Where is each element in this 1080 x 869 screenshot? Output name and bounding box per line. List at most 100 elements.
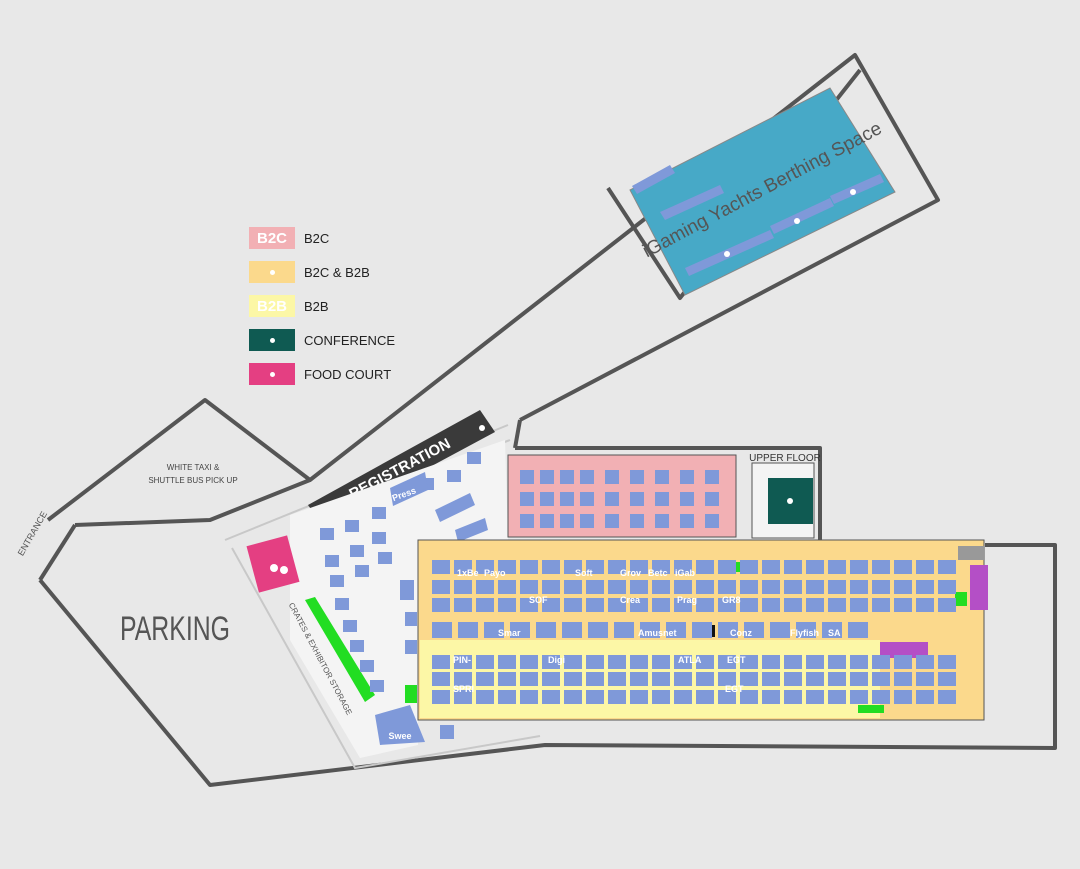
main-hall-booth-grid [432,560,956,704]
booth [674,690,692,704]
booth [806,655,824,669]
food-court [246,535,300,593]
booth [806,672,824,686]
booth-label: Amusnet [638,628,677,638]
booth [692,622,712,638]
booth [894,672,912,686]
booth [542,690,560,704]
booth [588,622,608,638]
booth [586,580,604,594]
booth [564,690,582,704]
booth-label: ATLA [678,655,702,665]
booth [432,655,450,669]
booth [894,690,912,704]
booth [872,580,890,594]
booth [806,560,824,574]
booth [938,580,956,594]
booth [454,655,472,669]
dot-icon [269,269,275,275]
booth-sweet: Swee [388,731,411,741]
legend-swatch-text: B2C [256,229,287,247]
legend-label: B2C & B2B [304,264,370,280]
booth [542,580,560,594]
booth-label: 1xBe [457,568,479,578]
legend-swatch-text: B2B [256,297,287,315]
booth [432,560,450,574]
booth-label: SPRI [453,684,474,694]
booth [740,655,758,669]
booth [476,560,494,574]
booth-label: Prag [677,595,697,605]
upper-floor-label: UPPER FLOOR [749,453,821,464]
booth-label: Payo [484,568,506,578]
booth [762,690,780,704]
booth [872,672,890,686]
booth [542,672,560,686]
booth [784,580,802,594]
booth [564,598,582,612]
taxi-label-line2: SHUTTLE BUS PICK UP [148,476,237,485]
booth [564,672,582,686]
booth [586,560,604,574]
booth [454,690,472,704]
booth [938,672,956,686]
site-outline [38,53,1057,787]
booth [762,560,780,574]
legend-swatch-food-court [249,363,295,385]
dot-icon [269,337,275,343]
booth [484,622,504,638]
booth [828,690,846,704]
legend-swatch-b2b: B2B [249,295,295,317]
booth-label: Crea [620,595,641,605]
booth [938,598,956,612]
booth [432,622,452,638]
booth [744,622,764,638]
booth-label: Flyfish [790,628,819,638]
booth [498,598,516,612]
booth [608,690,626,704]
booth [872,598,890,612]
booth [718,598,736,612]
booth [718,655,736,669]
booth [806,580,824,594]
booth [432,598,450,612]
booth [916,655,934,669]
booth [828,672,846,686]
booth [542,560,560,574]
legend-label: B2C [304,230,330,246]
booth [850,672,868,686]
booth [916,598,934,612]
booth-label: Smar [498,628,521,638]
booth [850,560,868,574]
booth [916,690,934,704]
booth [562,622,582,638]
booth [498,560,516,574]
booth [674,655,692,669]
booth [608,560,626,574]
booth [630,560,648,574]
booth [586,690,604,704]
booth [894,655,912,669]
legend-item-conference: CONFERENCE [249,328,395,352]
booth [938,560,956,574]
booth [828,598,846,612]
booth [696,560,714,574]
legend: B2C B2C B2C & B2B B2B B2B CONFERENCE FOO… [249,226,395,396]
booth-label: SA [828,628,841,638]
booth [784,655,802,669]
upper-floor: UPPER FLOOR [749,453,821,539]
booth [476,598,494,612]
booth-label: EGT [727,655,746,665]
lobby-area [290,440,508,758]
booth-label: iGab [675,568,696,578]
booth [476,655,494,669]
booth [564,560,582,574]
booth [696,598,714,612]
legend-label: CONFERENCE [304,332,396,348]
b2c-hall [507,454,737,538]
booth [740,598,758,612]
booth [586,672,604,686]
booth [652,690,670,704]
legend-label: B2B [304,298,329,314]
booth [696,672,714,686]
